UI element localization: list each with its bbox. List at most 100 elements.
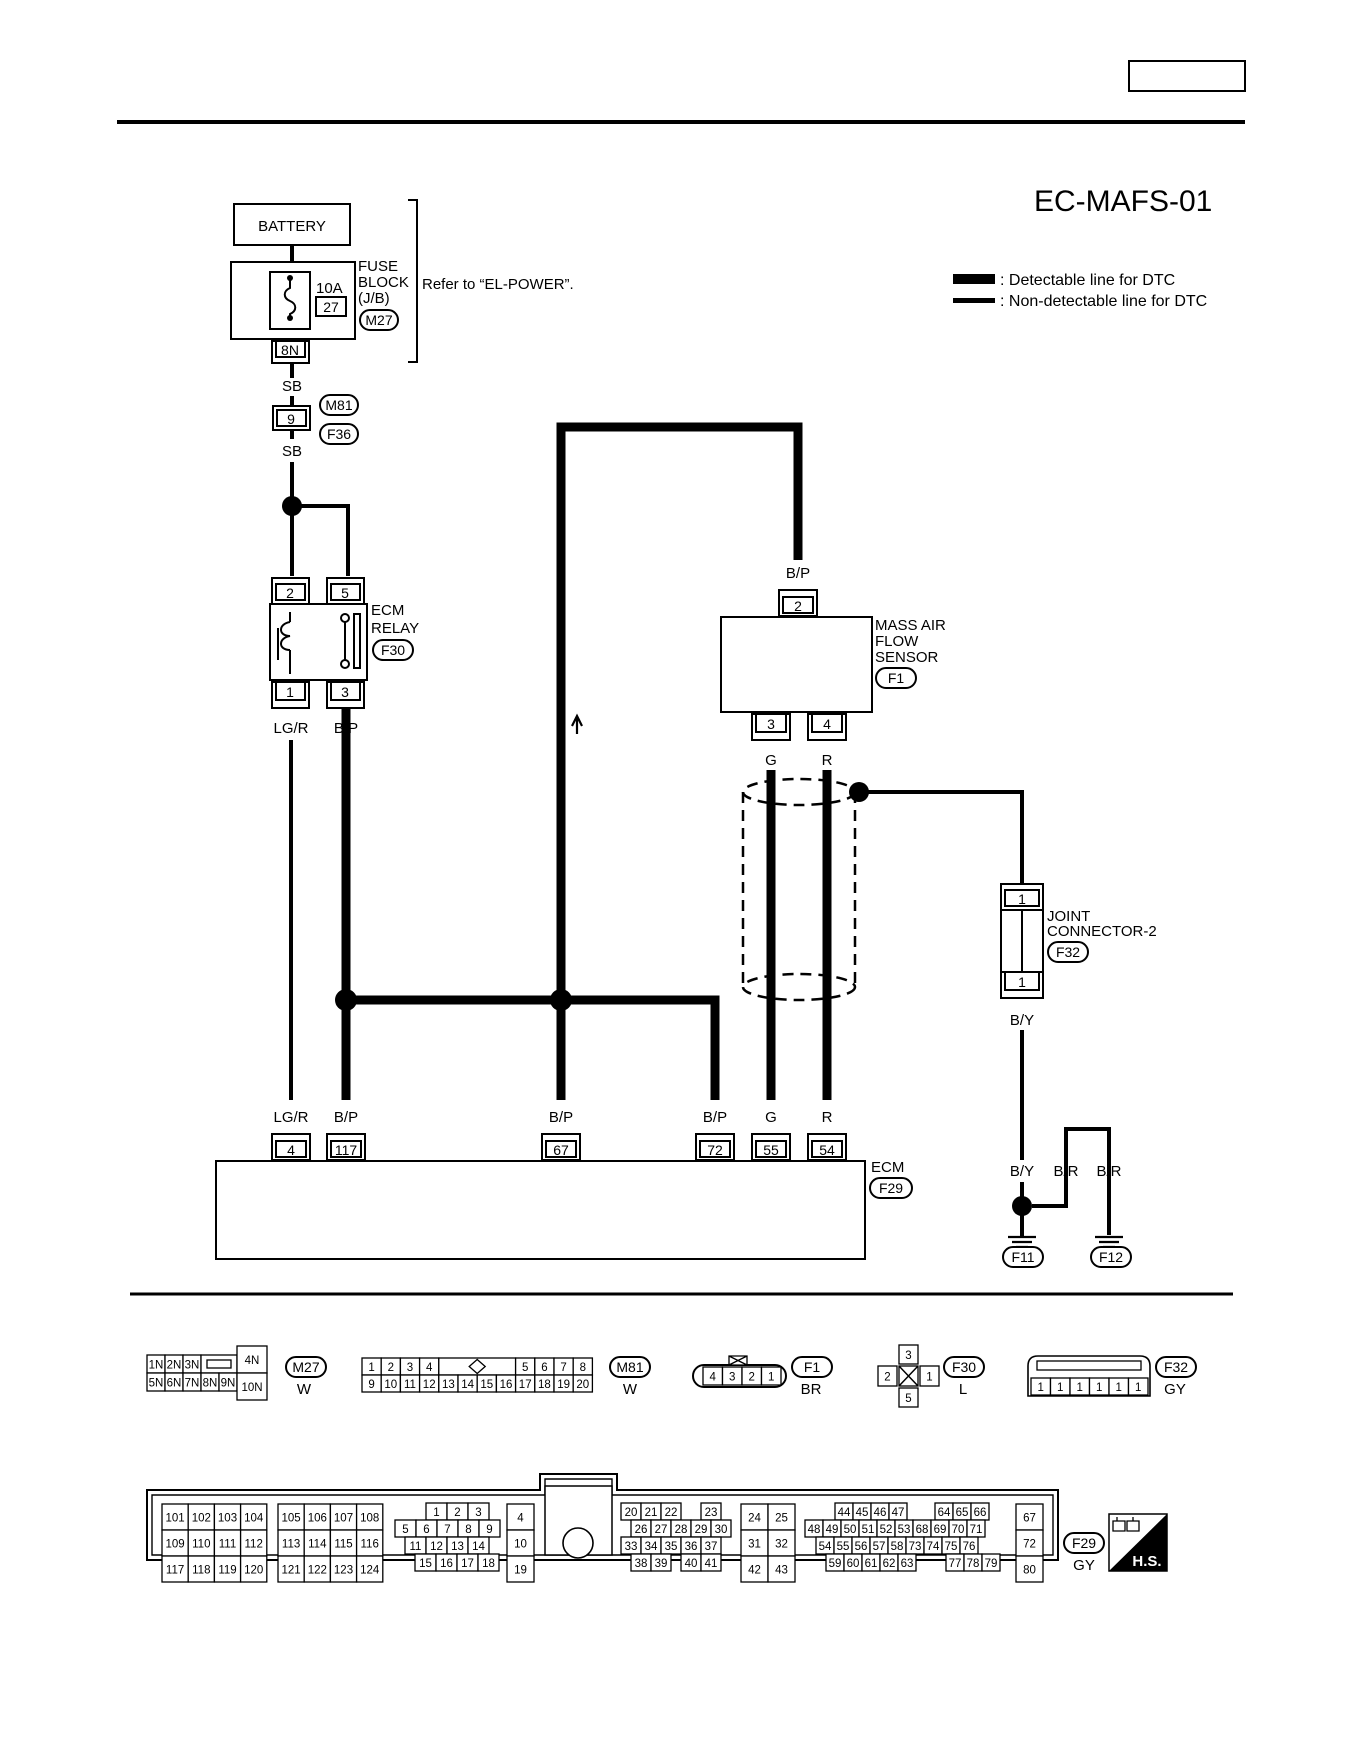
f29-pin-65: 65: [956, 1507, 969, 1519]
f29-pin-116: 116: [361, 1539, 379, 1551]
f29-pin-32: 32: [775, 1539, 788, 1551]
f36-oval: [319, 423, 359, 445]
ecm-connector-oval: [869, 1177, 913, 1199]
f30-color: L: [959, 1381, 967, 1398]
m81-pin-13: 13: [442, 1379, 455, 1391]
f32-pin: 1: [1038, 1382, 1044, 1394]
f29-pin-77: 77: [949, 1558, 962, 1570]
f29-pin-105: 105: [282, 1513, 301, 1525]
fuse-block-line1: FUSE: [358, 258, 398, 275]
f29-pin-54: 54: [819, 1541, 832, 1553]
wire-sb-to-relay-5: [292, 504, 350, 576]
f29-pin-9: 9: [486, 1524, 492, 1536]
ecm-pin-54: 54: [819, 1142, 835, 1158]
splice-bp-center: [550, 989, 572, 1011]
f29-pin-75: 75: [945, 1541, 958, 1553]
f29-pin-102: 102: [192, 1513, 211, 1525]
ecm-pin-67-inner: [545, 1140, 577, 1158]
f29-pin-80: 80: [1023, 1565, 1036, 1577]
legend-detectable-swatch: [953, 274, 995, 284]
m81-id-oval: [609, 1356, 651, 1378]
f29-pin-8: 8: [465, 1524, 471, 1536]
m27-pin-9N: 9N: [221, 1378, 236, 1390]
f29-pin-4-box: [506, 1503, 535, 1531]
f1-color: BR: [801, 1381, 822, 1398]
f30-pin-1-box: [919, 1365, 940, 1387]
f29-pin-50: 50: [844, 1524, 857, 1536]
refer-text: Refer to “EL-POWER”.: [422, 276, 574, 293]
page-number-box: [1128, 60, 1246, 92]
f29-pin-79-box: [981, 1553, 1001, 1572]
m81-pin-11: 11: [404, 1379, 416, 1391]
f29-pin-5: 5: [402, 1524, 408, 1536]
ecm-pin-54-inner: [811, 1140, 843, 1158]
f29-pin-101: 101: [166, 1513, 185, 1525]
m81-pin-9: 9: [368, 1379, 374, 1391]
relay-pin-5: 5: [341, 585, 349, 601]
f29-pin-25-box: [767, 1503, 796, 1531]
m27-id-oval: [285, 1356, 327, 1378]
m81-pin-16: 16: [500, 1379, 513, 1391]
ecm-pin-55-inner: [755, 1140, 787, 1158]
m81-pin-8: 8: [580, 1362, 586, 1374]
maf-connector-oval: [875, 667, 917, 689]
f30-pin-3: 3: [905, 1350, 911, 1362]
f29-pin-17: 17: [461, 1558, 474, 1570]
joint-pin-bottom: 1: [1018, 974, 1026, 990]
f29-pin-15: 15: [419, 1558, 432, 1570]
f29-pin-13: 13: [451, 1541, 464, 1553]
f29-pin-42-box: [740, 1555, 769, 1583]
m27-pin-6N: 6N: [167, 1378, 182, 1390]
f29-pin-20: 20: [625, 1507, 638, 1519]
diagram-id: EC-MAFS-01: [1034, 185, 1212, 218]
f32-pin: 1: [1135, 1382, 1141, 1394]
f30-pin-3-box: [898, 1344, 919, 1365]
f29-pin-2: 2: [454, 1507, 460, 1519]
f29-pin-118-box: [187, 1555, 216, 1583]
f29-pin-27: 27: [655, 1524, 668, 1536]
refer-bracket: [408, 199, 418, 363]
f29-pin-107-box: [329, 1503, 358, 1531]
relay-pin-2: 2: [286, 585, 294, 601]
f29-pin-35: 35: [665, 1541, 678, 1553]
f29-pin-46: 46: [874, 1507, 887, 1519]
m27-pin-4N-box: [236, 1345, 268, 1374]
f29-pin-80-box: [1015, 1555, 1044, 1583]
m81-pin-20-box: [572, 1374, 594, 1393]
ecm-box: [215, 1160, 866, 1260]
m27-pin-3N: 3N: [185, 1360, 200, 1372]
ecm-pin-4-inner: [275, 1140, 307, 1158]
f29-pin-106: 106: [308, 1513, 327, 1525]
f29-pin-123-box: [329, 1555, 358, 1583]
fuse-number: 27: [323, 299, 339, 315]
f29-pin-32-box: [767, 1529, 796, 1557]
m81-pin-12: 12: [423, 1379, 436, 1391]
f32-color: GY: [1164, 1381, 1186, 1398]
m81-pin-20: 20: [576, 1379, 589, 1391]
f29-pin-52: 52: [880, 1524, 893, 1536]
ecm-pin-117: 117: [335, 1142, 358, 1158]
ecm-wire-g: G: [765, 1109, 777, 1126]
f29-pin-43-box: [767, 1555, 796, 1583]
f30-pin-2: 2: [884, 1372, 890, 1384]
ecm-pin-55: 55: [763, 1142, 779, 1158]
f29-pin-30: 30: [715, 1524, 728, 1536]
f30-pin-5-box: [898, 1387, 919, 1408]
fuse-icon: [283, 278, 297, 318]
f29-pin-60: 60: [847, 1558, 860, 1570]
f29-pin-59: 59: [829, 1558, 842, 1570]
f29-pin-53: 53: [898, 1524, 911, 1536]
f29-pin-48: 48: [808, 1524, 821, 1536]
maf-pin-3: 3: [767, 716, 775, 732]
f29-pin-6: 6: [423, 1524, 429, 1536]
f29-pin-3: 3: [475, 1507, 481, 1519]
ground-f11-oval: [1002, 1246, 1044, 1268]
f29-pin-104: 104: [244, 1513, 264, 1525]
ecm-pin-group: 4SSOFF117CRTN67VB72VB55QA−54QA+: [266, 1133, 847, 1182]
joint-connector: F32: [1056, 944, 1080, 960]
f1-pin-2: 2: [749, 1372, 755, 1384]
